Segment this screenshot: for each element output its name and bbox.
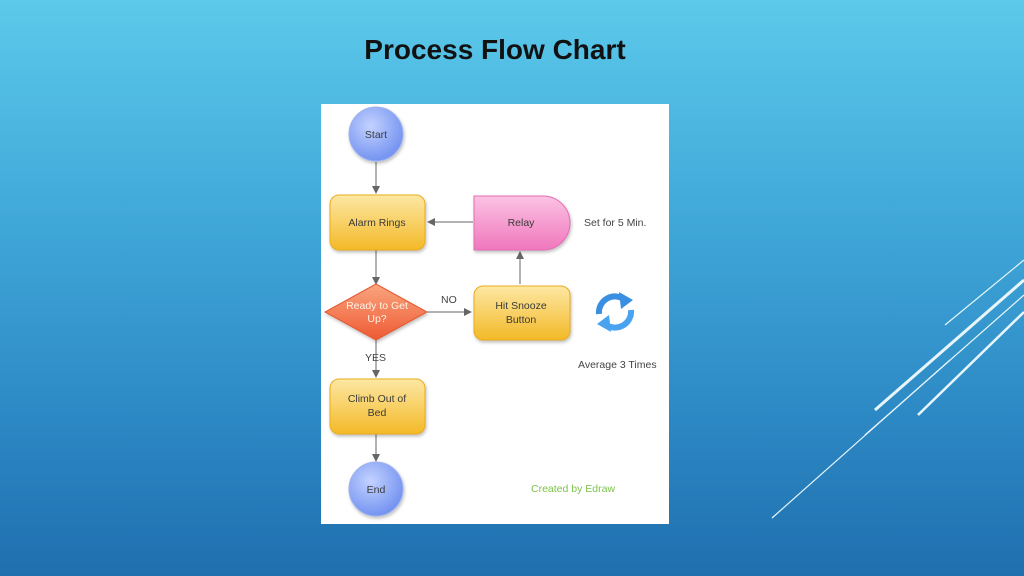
decision-label-line2: Up? xyxy=(367,313,386,325)
snooze-node: Hit Snooze Button xyxy=(473,285,571,341)
refresh-arrows-icon xyxy=(595,292,635,332)
flowchart-canvas: Start Alarm Rings Ready to Get Up? NO YE… xyxy=(323,106,657,517)
alarm-label: Alarm Rings xyxy=(348,217,405,229)
credit-text: Created by Edraw xyxy=(531,483,615,495)
flowchart-panel: Start Alarm Rings Ready to Get Up? NO YE… xyxy=(321,104,669,524)
decision-node: Ready to Get Up? xyxy=(323,283,429,341)
note-set-time: Set for 5 Min. xyxy=(584,217,646,229)
climb-node: Climb Out of Bed xyxy=(329,378,426,435)
snooze-label-line2: Button xyxy=(506,314,537,326)
slide-title: Process Flow Chart xyxy=(364,34,626,65)
relay-label: Relay xyxy=(508,217,536,229)
note-average: Average 3 Times xyxy=(578,359,657,371)
edge-label-yes: YES xyxy=(365,352,386,364)
decision-label-line1: Ready to Get xyxy=(346,300,408,312)
climb-label-line1: Climb Out of xyxy=(348,393,406,405)
snooze-label-line1: Hit Snooze xyxy=(495,300,547,312)
start-label: Start xyxy=(365,129,387,141)
end-node: End xyxy=(348,461,404,517)
climb-label-line2: Bed xyxy=(368,407,387,419)
alarm-node: Alarm Rings xyxy=(329,194,426,251)
edge-label-no: NO xyxy=(441,294,457,306)
start-node: Start xyxy=(348,106,404,162)
decorative-lines xyxy=(771,259,1024,519)
end-label: End xyxy=(367,484,386,496)
relay-node: Relay xyxy=(473,195,571,251)
